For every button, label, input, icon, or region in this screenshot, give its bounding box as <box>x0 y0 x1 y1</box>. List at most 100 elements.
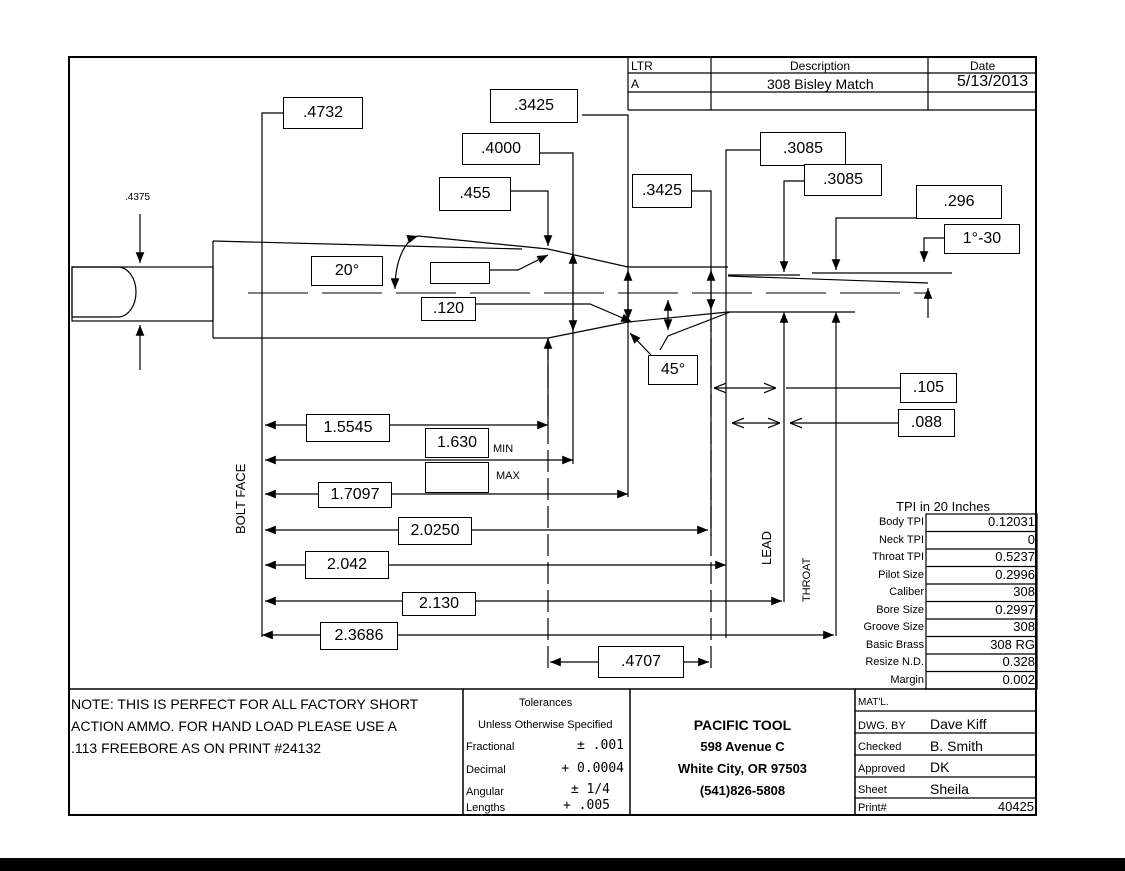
checked-label: Checked <box>858 741 902 753</box>
rev-description-header: Description <box>790 59 851 73</box>
tpi-value: 0 <box>1027 532 1035 547</box>
dwg-by-label: DWG. BY <box>858 720 906 732</box>
tpi-value: 0.2996 <box>995 567 1035 582</box>
dim-box-455: .455 <box>439 177 511 211</box>
max-label: MAX <box>496 470 520 482</box>
rev-ltr-value: A <box>631 77 640 91</box>
dim-box-angle-1-30: 1°-30 <box>944 224 1020 254</box>
dim-box-1-5545: 1.5545 <box>306 414 390 442</box>
body-outline <box>212 240 523 250</box>
dim-box-088: .088 <box>898 409 955 437</box>
shoulder-outline <box>547 321 629 339</box>
leader-line <box>919 237 944 262</box>
dim-box-2-130: 2.130 <box>402 592 476 616</box>
matl-label: MAT'L. <box>858 697 889 708</box>
dwg-by-value: Dave Kiff <box>930 716 987 732</box>
leader-line <box>417 235 549 250</box>
tpi-label: Groove Size <box>863 621 924 633</box>
tol-value-lengths: + .005 <box>563 798 610 813</box>
approved-label: Approved <box>858 763 906 775</box>
tpi-title: TPI in 20 Inches <box>896 499 990 514</box>
reamer-tip-outline <box>71 266 137 318</box>
rev-ltr-header: LTR <box>631 59 653 73</box>
signature-rows <box>855 710 1037 799</box>
tpi-label: Pilot Size <box>878 569 924 581</box>
leader-line <box>629 332 652 356</box>
tpi-label: Margin <box>890 674 924 686</box>
bolt-face-line <box>261 112 283 637</box>
leader-line <box>490 254 549 271</box>
tol-label-lengths: Lengths <box>466 802 506 814</box>
dim-box-3085-a: .3085 <box>760 132 846 166</box>
leader-line <box>476 303 633 323</box>
tpi-table-rows <box>926 530 1037 673</box>
tpi-value: 308 <box>1013 619 1035 634</box>
angle-20-arc <box>390 235 419 290</box>
dim-box-4000: .4000 <box>462 133 540 165</box>
tol-value-decimal: + 0.0004 <box>561 761 624 776</box>
tol-label-angular: Angular <box>466 786 504 798</box>
dim-box-120: .120 <box>421 297 476 321</box>
tpi-value: 308 <box>1013 584 1035 599</box>
tpi-value: 0.328 <box>1002 654 1035 669</box>
dim-box-105: .105 <box>900 373 957 403</box>
leader-line <box>659 311 731 351</box>
tol-label-decimal: Decimal <box>466 764 506 776</box>
bottom-bar <box>0 858 1125 871</box>
dim-box-3425-top: .3425 <box>490 89 578 123</box>
throat-taper <box>727 275 929 284</box>
tol-value-angular: ± 1/4 <box>570 782 610 797</box>
leader-line <box>582 114 629 497</box>
dim-box-3425-neck: .3425 <box>632 174 692 208</box>
tpi-value: 0.12031 <box>988 514 1035 529</box>
tpi-value: 0.5237 <box>995 549 1035 564</box>
dim-box-angle-20: 20° <box>311 256 383 286</box>
tpi-label: Caliber <box>889 586 924 598</box>
tpi-label: Throat TPI <box>872 551 924 563</box>
bolt-face-label: BOLT FACE <box>233 463 248 534</box>
throat-label: THROAT <box>801 557 813 602</box>
dim-label-4375: .4375 <box>125 192 151 203</box>
tol-label-fractional: Fractional <box>466 741 515 753</box>
tpi-label: Bore Size <box>876 604 924 616</box>
dim-box-2-0250: 2.0250 <box>398 517 472 545</box>
lead-label: LEAD <box>759 531 774 565</box>
tpi-value: 0.002 <box>1002 672 1035 687</box>
dim-box-2-3686: 2.3686 <box>320 622 398 650</box>
tpi-value: 0.2997 <box>995 602 1035 617</box>
dim-box-max-blank <box>425 462 489 493</box>
dim-box-angle-45: 45° <box>648 355 698 385</box>
company-city: White City, OR 97503 <box>677 761 808 776</box>
leader-line <box>540 152 574 464</box>
shoulder-outline <box>547 248 629 268</box>
leader-line <box>511 190 553 246</box>
rev-date-header: Date <box>970 59 996 73</box>
leader-line <box>725 149 760 638</box>
dim-box-2-042: 2.042 <box>305 551 389 579</box>
tpi-value: 308 RG <box>990 637 1035 652</box>
tolerances-subtitle: Unless Otherwise Specified <box>478 719 613 731</box>
print-label: Print# <box>858 802 887 814</box>
dim-box-1-7097: 1.7097 <box>318 482 392 508</box>
tolerances-title: Tolerances <box>519 697 573 709</box>
leader-line <box>831 217 916 270</box>
sheet-value: Sheila <box>930 781 969 797</box>
dim-box-4707: .4707 <box>598 646 684 678</box>
tpi-label: Basic Brass <box>865 639 924 651</box>
checked-value: B. Smith <box>930 738 983 754</box>
min-label: MIN <box>493 443 514 455</box>
tpi-label: Body TPI <box>878 516 924 528</box>
dim-box-blank <box>430 262 490 284</box>
approved-value: DK <box>930 759 950 775</box>
leader-line <box>779 180 804 272</box>
leader-line <box>692 190 712 536</box>
tol-value-fractional: ± .001 <box>577 738 624 753</box>
rev-date-value: 5/13/2013 <box>957 73 1029 90</box>
dim-box-296: .296 <box>916 185 1002 219</box>
dim-box-4732: .4732 <box>283 97 363 129</box>
company-phone: (541)826-5808 <box>699 783 786 798</box>
sheet-label: Sheet <box>858 784 887 796</box>
rev-description-value: 308 Bisley Match <box>767 76 874 92</box>
drawing-note: NOTE: THIS IS PERFECT FOR ALL FACTORY SH… <box>71 696 419 756</box>
print-value: 40425 <box>997 799 1034 814</box>
